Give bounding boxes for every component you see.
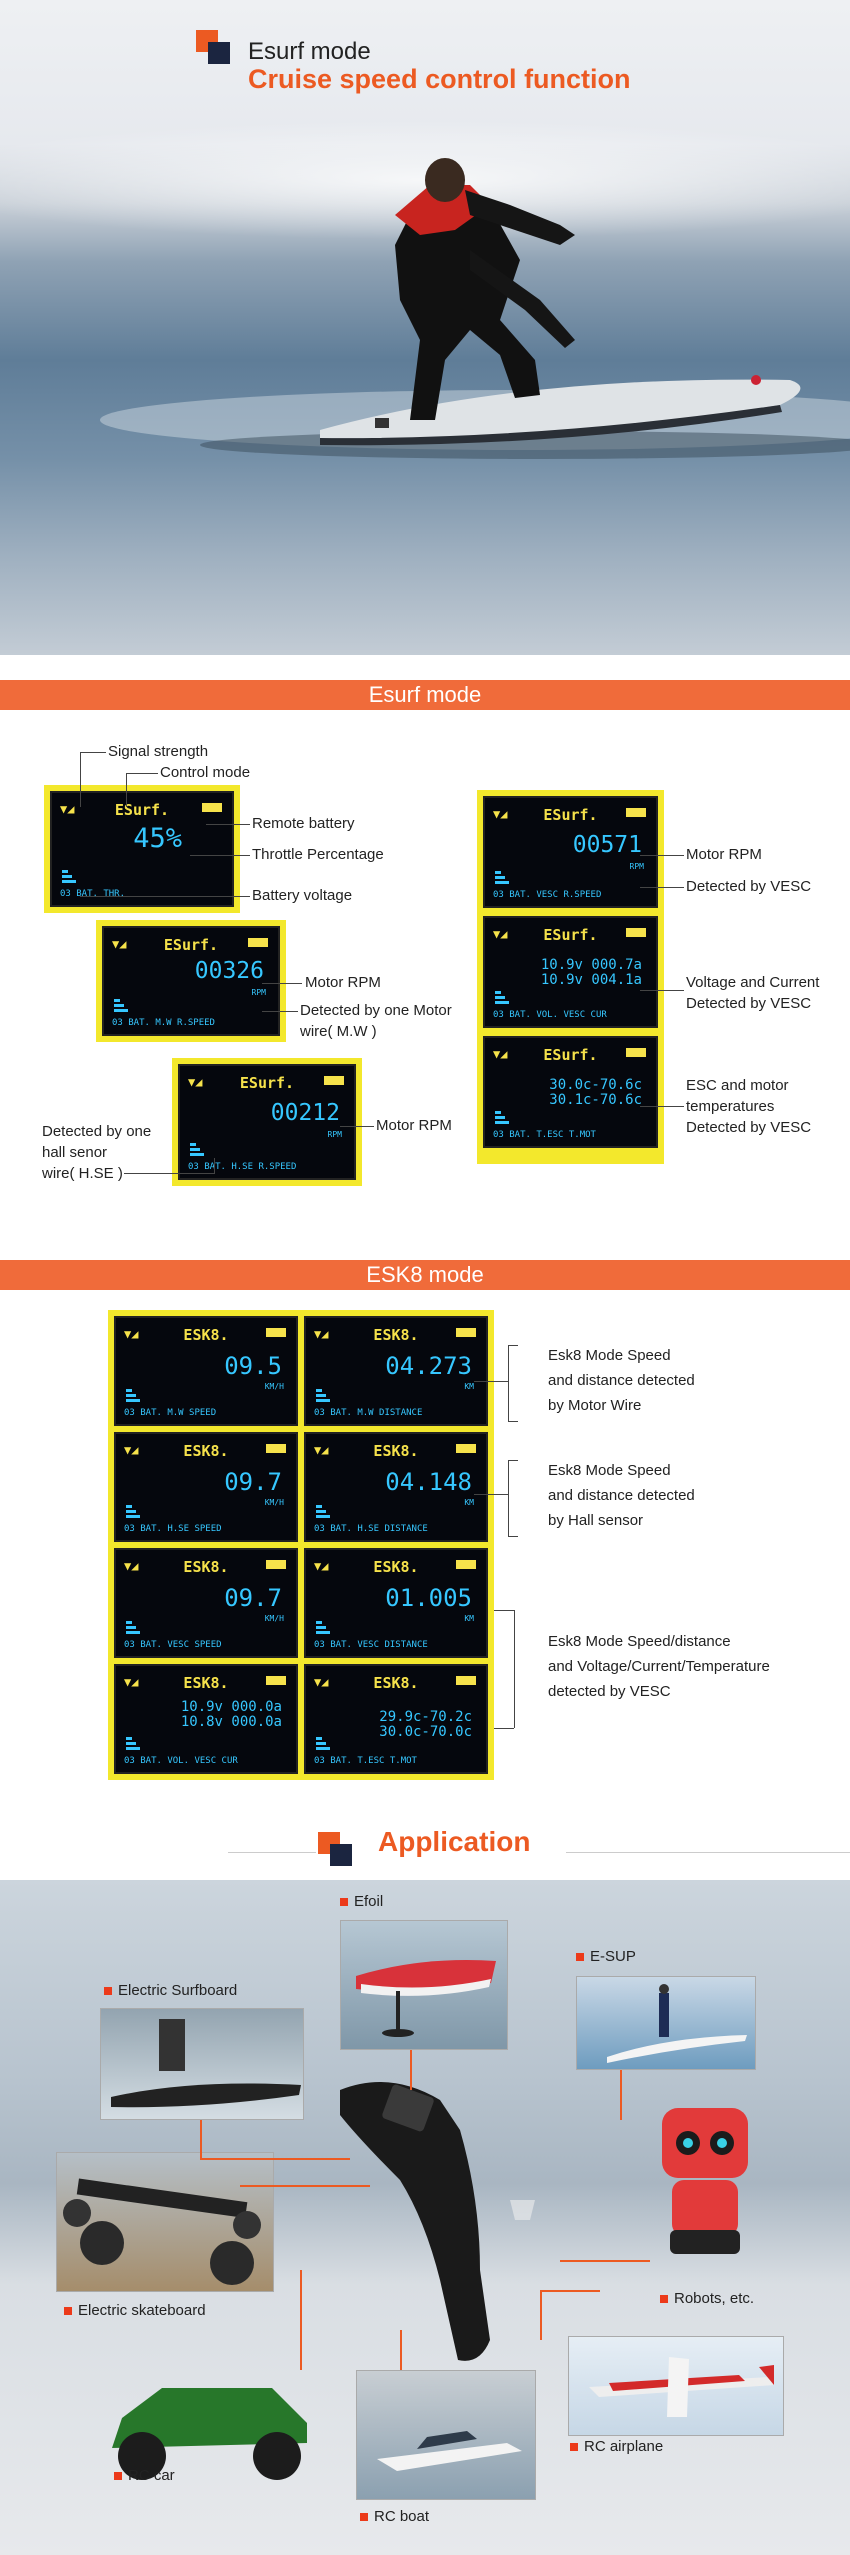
lcd-esurf-hse-rpm: ▼◢ESurf. 00212 RPM 03 BAT. H.SE R.SPEED xyxy=(172,1058,362,1186)
label-remote-battery: Remote battery xyxy=(252,815,355,832)
rc-airplane-photo xyxy=(568,2336,784,2436)
label-hse-line2: hall senor xyxy=(42,1144,108,1161)
label-hse-line1: Detected by one xyxy=(42,1123,152,1140)
rc-boat-photo xyxy=(356,2370,536,2500)
esk8-label-b1: Esk8 Mode Speed xyxy=(548,1462,671,1479)
label-rpm-vesc: Motor RPM xyxy=(686,846,762,863)
label-throttle: Throttle Percentage xyxy=(252,846,384,863)
throttle-value: 45% xyxy=(133,823,182,854)
efoil-photo xyxy=(340,1920,508,2050)
label-rc-boat: RC boat xyxy=(360,2508,429,2525)
esk8-label-c2: and Voltage/Current/Temperature xyxy=(548,1658,770,1675)
rc-car-photo xyxy=(92,2368,328,2486)
esurf-section-bar: Esurf mode xyxy=(0,680,850,710)
esk8-label-c1: Esk8 Mode Speed/distance xyxy=(548,1633,731,1650)
esk8-label-b3: by Hall sensor xyxy=(548,1512,644,1529)
remote-controller xyxy=(330,2070,580,2370)
lcd-esurf-throttle: ▼◢ESurf. 45% 03 BAT. THR. xyxy=(44,785,240,913)
label-vc-line1: Voltage and Current xyxy=(686,974,820,991)
surfboard-photo xyxy=(100,2008,304,2120)
label-temp-line3: Detected by VESC xyxy=(686,1119,812,1136)
label-temp-line2: temperatures xyxy=(686,1098,775,1115)
label-rc-car: RC car xyxy=(114,2467,175,2484)
hero-banner: Esurf mode Cruise speed control function xyxy=(0,0,850,655)
label-mw-line2: wire( M.W ) xyxy=(300,1023,377,1040)
esk8-label-a1: Esk8 Mode Speed xyxy=(548,1347,671,1364)
hero-subtitle: Cruise speed control function xyxy=(248,64,631,94)
label-rpm-hse: Motor RPM xyxy=(376,1117,452,1134)
lcd-esurf-vesc-group: ▼◢ESurf. 00571 RPM 03 BAT. VESC R.SPEED … xyxy=(477,790,664,1164)
hero-title: Esurf mode xyxy=(248,38,371,65)
robot-photo xyxy=(650,2080,760,2270)
label-temp-line1: ESC and motor xyxy=(686,1077,789,1094)
label-battery-voltage: Battery voltage xyxy=(252,887,353,904)
esk8-label-a2: and distance detected xyxy=(548,1372,695,1389)
label-hse-line3: wire( H.SE ) xyxy=(42,1165,123,1182)
label-surfboard: Electric Surfboard xyxy=(104,1982,237,1999)
lcd-esurf-mw-rpm: ▼◢ESurf. 00326 RPM 03 BAT. M.W R.SPEED xyxy=(96,920,286,1042)
label-robots: Robots, etc. xyxy=(660,2290,754,2307)
label-control: Control mode xyxy=(160,764,251,781)
label-rpm-mw: Motor RPM xyxy=(305,974,381,991)
label-mw-line1: Detected by one Motor xyxy=(300,1002,452,1019)
esk8-label-c3: detected by VESC xyxy=(548,1683,671,1700)
brand-logo xyxy=(196,30,232,64)
label-signal: Signal strength xyxy=(108,743,209,760)
label-efoil: Efoil xyxy=(340,1893,383,1910)
skateboard-photo xyxy=(56,2152,274,2292)
surfer-illustration xyxy=(100,158,850,459)
esk8-label-b2: and distance detected xyxy=(548,1487,695,1504)
label-vc-line2: Detected by VESC xyxy=(686,995,812,1012)
esk8-section-bar: ESK8 mode xyxy=(0,1260,850,1290)
label-skateboard: Electric skateboard xyxy=(64,2302,206,2319)
application-logo xyxy=(318,1832,354,1866)
label-vesc: Detected by VESC xyxy=(686,878,812,895)
label-esup: E-SUP xyxy=(576,1948,636,1965)
esup-photo xyxy=(576,1976,756,2070)
label-rc-airplane: RC airplane xyxy=(570,2438,663,2455)
application-title: Application xyxy=(378,1826,531,1857)
esk8-label-a3: by Motor Wire xyxy=(548,1397,642,1414)
